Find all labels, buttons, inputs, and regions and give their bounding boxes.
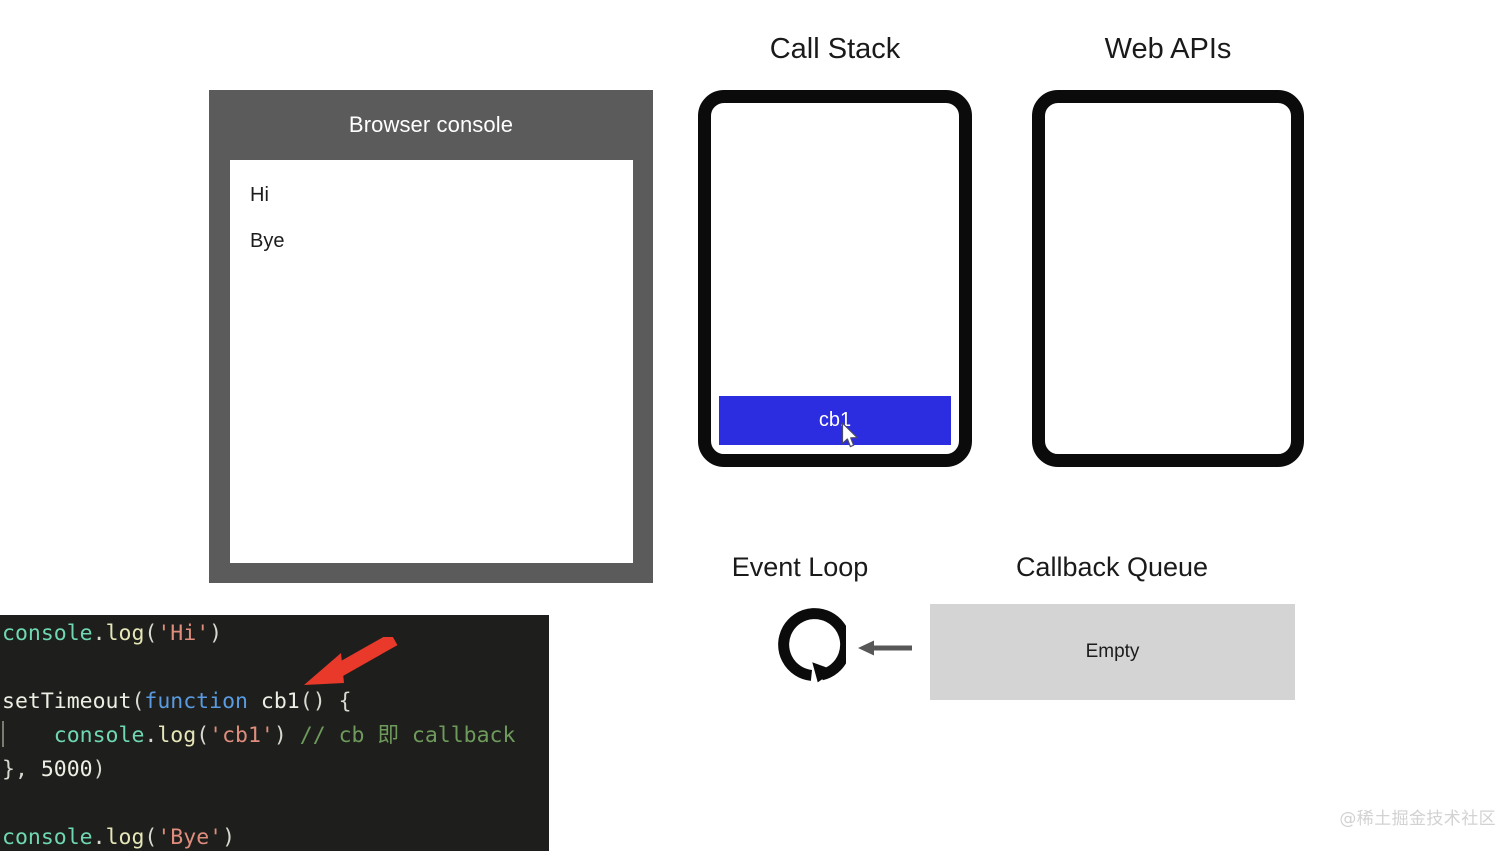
code-token: ) bbox=[209, 621, 223, 646]
code-token: . bbox=[92, 621, 106, 646]
code-line: console.log('Bye') bbox=[0, 821, 549, 851]
code-token: }, bbox=[2, 757, 41, 782]
code-token: . bbox=[144, 723, 158, 748]
code-token: // cb 即 callback bbox=[299, 723, 516, 748]
code-token: cb1 bbox=[260, 689, 300, 714]
console-output-area[interactable]: Hi Bye bbox=[230, 160, 633, 563]
annotation-arrow-icon bbox=[298, 632, 398, 699]
code-token: console bbox=[2, 621, 93, 646]
code-token: log bbox=[157, 723, 197, 748]
code-editor-panel[interactable]: console.log('Hi') setTimeout(function cb… bbox=[0, 615, 549, 851]
code-token: ) bbox=[273, 723, 287, 748]
code-token bbox=[248, 689, 261, 714]
code-token: 'Hi' bbox=[157, 621, 210, 646]
call-stack-box: cb1 bbox=[698, 90, 972, 467]
code-token: 'cb1' bbox=[209, 723, 274, 748]
code-token: ( bbox=[144, 825, 158, 850]
code-token: () bbox=[299, 689, 326, 714]
web-apis-title: Web APIs bbox=[1104, 33, 1232, 65]
code-token: ) bbox=[92, 757, 106, 782]
code-token: console bbox=[53, 723, 145, 748]
call-stack-frame-cb1[interactable]: cb1 bbox=[719, 396, 951, 445]
console-log-line: Bye bbox=[250, 230, 285, 252]
console-log-line: Hi bbox=[250, 184, 269, 206]
code-line: console.log('Hi') bbox=[0, 617, 549, 651]
code-token bbox=[2, 723, 54, 748]
code-token: 'Bye' bbox=[157, 825, 223, 850]
call-stack-frame-list: cb1 bbox=[711, 396, 959, 445]
code-token: log bbox=[105, 621, 145, 646]
code-token: { bbox=[338, 689, 352, 714]
browser-console-title: Browser console bbox=[348, 112, 514, 137]
watermark-text: @稀土掘金技术社区 bbox=[1339, 809, 1496, 829]
code-token: ( bbox=[196, 723, 210, 748]
arrow-left-icon bbox=[858, 640, 912, 656]
code-token: function bbox=[144, 689, 248, 714]
code-token: log bbox=[105, 825, 145, 850]
mouse-pointer-icon bbox=[841, 422, 861, 450]
browser-console-panel: Browser console Hi Bye bbox=[209, 90, 653, 583]
text-caret bbox=[2, 721, 4, 747]
code-token: setTimeout bbox=[2, 689, 132, 714]
callback-queue-box: Empty bbox=[930, 604, 1295, 700]
event-loop-title: Event Loop bbox=[731, 552, 869, 582]
code-token bbox=[287, 723, 300, 748]
code-line bbox=[0, 787, 549, 821]
callback-queue-title: Callback Queue bbox=[1015, 552, 1209, 582]
code-token: 5000 bbox=[40, 757, 93, 782]
code-line bbox=[0, 651, 549, 685]
code-line: }, 5000) bbox=[0, 753, 549, 787]
code-line: console.log('cb1') // cb 即 callback bbox=[0, 719, 549, 753]
code-token: ( bbox=[144, 621, 158, 646]
web-apis-box bbox=[1032, 90, 1304, 467]
call-stack-title: Call Stack bbox=[769, 33, 901, 65]
callback-queue-status: Empty bbox=[1085, 641, 1140, 662]
code-line: setTimeout(function cb1() { bbox=[0, 685, 549, 719]
code-token: . bbox=[92, 825, 106, 850]
code-token: console bbox=[2, 825, 93, 850]
code-token: ) bbox=[222, 825, 236, 850]
code-token: ( bbox=[131, 689, 145, 714]
code-line-list: console.log('Hi') setTimeout(function cb… bbox=[0, 617, 549, 851]
circular-arrow-icon bbox=[766, 608, 852, 688]
